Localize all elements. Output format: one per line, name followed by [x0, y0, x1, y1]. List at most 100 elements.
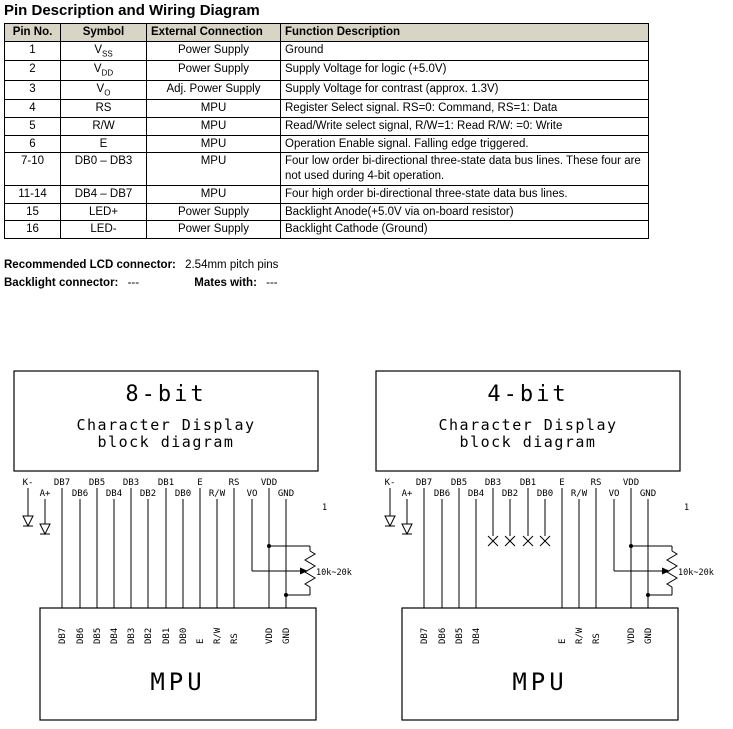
header-symbol: Symbol	[60, 23, 147, 42]
mpu-pin-label: DB4	[472, 628, 482, 644]
pin1-indicator: 1	[684, 503, 689, 513]
wires	[22, 488, 316, 608]
symbol: VO	[60, 79, 147, 101]
backlight-connector-value: ---	[127, 277, 140, 290]
mpu-pin-label: GND	[644, 628, 654, 644]
diagram-subtitle: Character Display	[76, 416, 255, 434]
mpu-pin-label: DB6	[76, 628, 86, 644]
backlight-connector-label: Backlight connector:	[4, 277, 119, 290]
mpu-pin-label: GND	[282, 628, 292, 644]
external-connection: Power Supply	[146, 40, 281, 62]
lcd-connector-label: Recommended LCD connector:	[4, 259, 176, 272]
mpu-pin-label: DB7	[420, 628, 430, 644]
symbol: DB4 – DB7	[60, 184, 147, 204]
diagram-subtitle: Character Display	[438, 416, 617, 434]
potentiometer-resistor	[304, 550, 316, 588]
table-row: 7-10 DB0 – DB3 MPU Four low order bi-dir…	[4, 152, 649, 186]
table-row: 4 RS MPU Register Select signal. RS=0: C…	[4, 99, 649, 119]
pin-no: 5	[4, 117, 61, 136]
pin-label: VDD	[623, 478, 639, 488]
table-row: 2 VDD Power Supply Supply Voltage for lo…	[4, 60, 649, 81]
mpu-pin-label: DB5	[93, 628, 103, 644]
pin-label: R/W	[209, 489, 226, 499]
pin-label: DB4	[468, 489, 484, 499]
page-title: Pin Description and Wiring Diagram	[4, 2, 260, 19]
external-connection: MPU	[146, 99, 281, 119]
pin-label: DB7	[54, 478, 70, 488]
wires	[384, 488, 678, 608]
potentiometer-value-label: 10k~20k	[678, 568, 714, 578]
external-connection: Adj. Power Supply	[146, 79, 281, 101]
table-row: 16 LED- Power Supply Backlight Cathode (…	[4, 220, 649, 240]
pin-label: E	[197, 478, 202, 488]
mates-with-value: ---	[266, 277, 278, 290]
pin-label: DB4	[106, 489, 122, 499]
pin-label: DB2	[502, 489, 518, 499]
pin1-indicator: 1	[322, 503, 327, 513]
external-connection: MPU	[146, 117, 281, 136]
diagram-subtitle: block diagram	[460, 433, 597, 451]
diagram-title: 8-bit	[125, 382, 206, 407]
led-diode-symbol	[39, 523, 51, 536]
mpu-pin-label: DB1	[162, 628, 172, 644]
external-connection: MPU	[146, 134, 281, 154]
mpu-pin-label: DB7	[58, 628, 68, 644]
display-box	[13, 370, 319, 472]
pin-label: DB6	[434, 489, 450, 499]
mpu-pin-label: R/W	[575, 627, 585, 644]
mpu-pin-label: DB0	[179, 628, 189, 644]
diagram-subtitle: block diagram	[98, 433, 235, 451]
backlight-connector-note: Backlight connector: --- Mates with: ---	[4, 277, 733, 289]
function-description: Register Select signal. RS=0: Command, R…	[280, 99, 649, 119]
led-diode-symbol	[401, 523, 413, 536]
pin-label: A+	[402, 489, 413, 499]
mpu-pin-label: E	[558, 639, 568, 644]
mpu-pin-label: E	[196, 639, 206, 644]
mpu-pin-label: DB4	[110, 628, 120, 644]
symbol: LED-	[60, 220, 147, 240]
diagram-title: 4-bit	[487, 382, 568, 407]
pin-label: R/W	[571, 489, 588, 499]
led-diode-symbol	[384, 515, 396, 528]
pin-no: 4	[4, 99, 61, 119]
pin-label: DB3	[485, 478, 501, 488]
wiring-diagram-4bit: 4-bit Character Display block diagram K-…	[375, 370, 714, 721]
potentiometer-resistor	[666, 550, 678, 588]
mpu-pin-label: DB6	[438, 628, 448, 644]
pin-label: DB5	[451, 478, 467, 488]
symbol: DB0 – DB3	[60, 152, 147, 186]
table-header-row: Pin No. Symbol External Connection Funct…	[4, 23, 649, 42]
table-row: 3 VO Adj. Power Supply Supply Voltage fo…	[4, 79, 649, 101]
external-connection: Power Supply	[146, 202, 281, 222]
pin-label: DB0	[537, 489, 553, 499]
symbol: E	[60, 134, 147, 154]
pin-label: VO	[247, 489, 258, 499]
mpu-label: MPU	[512, 668, 567, 696]
pin-no: 11-14	[4, 184, 61, 204]
pin-label: RS	[229, 478, 240, 488]
function-description: Four high order bi-directional three-sta…	[280, 184, 649, 204]
display-box	[375, 370, 681, 472]
pin-label: DB7	[416, 478, 432, 488]
pin-no: 16	[4, 220, 61, 240]
function-description: Supply Voltage for logic (+5.0V)	[280, 60, 649, 81]
table-row: 1 VSS Power Supply Ground	[4, 40, 649, 62]
connector-notes: Recommended LCD connector: 2.54mm pitch …	[4, 259, 733, 289]
pin-no: 1	[4, 40, 61, 62]
wiring-diagram-8bit: 8-bit Character Display block diagram K-…	[13, 370, 352, 721]
pin-label: DB1	[158, 478, 174, 488]
led-diode-symbol	[22, 515, 34, 528]
external-connection: MPU	[146, 152, 281, 186]
header-external-connection: External Connection	[146, 23, 281, 42]
pin-no: 7-10	[4, 152, 61, 186]
mpu-pin-label: DB5	[455, 628, 465, 644]
pin-no: 6	[4, 134, 61, 154]
pin-label: VDD	[261, 478, 277, 488]
symbol: VSS	[60, 40, 147, 62]
pin-label: DB0	[175, 489, 191, 499]
function-description: Supply Voltage for contrast (approx. 1.3…	[280, 79, 649, 101]
symbol: RS	[60, 99, 147, 119]
pin-no: 2	[4, 60, 61, 81]
symbol: VDD	[60, 60, 147, 81]
mpu-box	[39, 607, 317, 721]
